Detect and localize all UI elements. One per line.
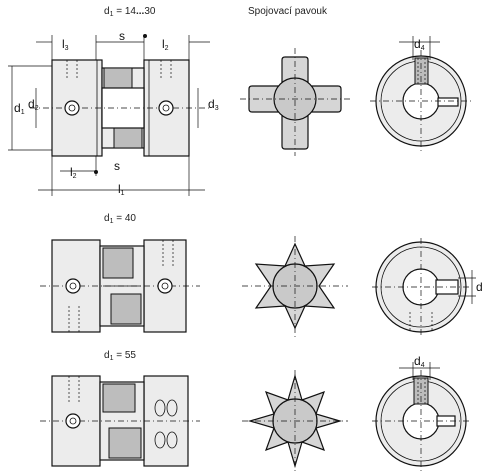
coupling-side-view-2 [40, 239, 200, 333]
end-view-2 [372, 238, 476, 338]
title-row3: d1 = 55 [104, 350, 136, 362]
dim-d3: d3 [208, 97, 219, 112]
spider-6-jaw [242, 236, 348, 338]
dim-d2: d2 [28, 97, 39, 112]
dimension-lines-1 [8, 34, 210, 196]
dim-s-top: s [119, 29, 125, 43]
end-view-1 [370, 36, 472, 152]
dim-s-bottom: s [114, 159, 120, 173]
dim-d4-row1: d4 [414, 37, 425, 52]
coupling-side-view-1 [30, 59, 210, 157]
title-row2: d1 = 40 [104, 213, 136, 225]
spider-4-jaw [240, 48, 350, 156]
dim-l2-bottom: l2 [70, 165, 77, 180]
title-spider: Spojovací pavouk [248, 6, 328, 17]
title-row1: d1 = 14...30 [104, 6, 156, 18]
dim-l3: l3 [62, 37, 69, 52]
dim-d-row2: d [476, 280, 483, 294]
dim-d1: d1 [14, 101, 25, 116]
dim-d4-row3: d4 [414, 354, 425, 369]
end-view-3 [372, 362, 470, 472]
dim-l1: l1 [118, 182, 125, 197]
dim-l2-top: l2 [162, 37, 169, 52]
spider-8-jaw [242, 370, 348, 472]
coupling-side-view-3 [40, 375, 200, 467]
